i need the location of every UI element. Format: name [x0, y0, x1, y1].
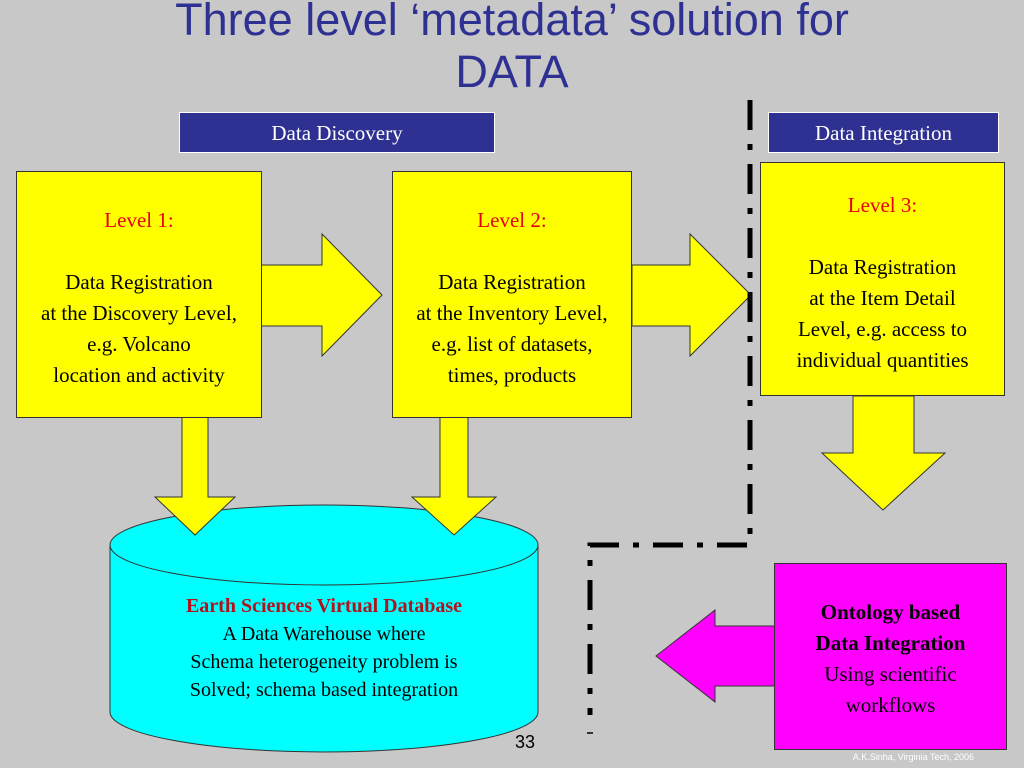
- level2-line-3: e.g. list of datasets,: [431, 332, 593, 356]
- database-cylinder: [109, 504, 539, 753]
- level1-heading: Level 1:: [104, 208, 174, 232]
- slide-title: Three level ‘metadata’ solution for DATA: [0, 0, 1024, 98]
- level1-box: Level 1: Data Registration at the Discov…: [16, 171, 262, 418]
- level3-line-1: Data Registration: [808, 255, 957, 279]
- dashed-separator-line: [587, 100, 753, 715]
- database-line-2: Schema heterogeneity problem is: [190, 651, 458, 673]
- data-discovery-header: Data Discovery: [179, 112, 495, 153]
- level3-heading: Level 3:: [847, 193, 918, 217]
- database-line-3: Solved; schema based integration: [189, 679, 459, 701]
- level2-line-1: Data Registration: [438, 270, 586, 294]
- level1-line-4: location and activity: [53, 363, 225, 387]
- page-number: 33: [515, 732, 536, 752]
- arrow-ontology-to-database: [655, 608, 776, 704]
- level2-heading: Level 2:: [477, 208, 547, 232]
- arrow-level3-down: [820, 395, 947, 511]
- database-line-1: A Data Warehouse where: [222, 623, 426, 645]
- ontology-box: Ontology based Data Integration Using sc…: [774, 563, 1007, 750]
- level3-line-2: at the Item Detail: [809, 286, 956, 310]
- level3-line-3: Level, e.g. access to: [797, 317, 968, 341]
- arrow-level2-to-level3: [631, 232, 752, 358]
- level3-line-4: individual quantities: [796, 348, 969, 372]
- ontology-heading-line-2: Data Integration: [815, 631, 966, 655]
- ontology-line-2: workflows: [845, 693, 936, 717]
- slide-title-line-1: Three level ‘metadata’ solution for: [175, 0, 849, 45]
- ontology-line-1: Using scientific: [824, 662, 957, 686]
- level1-line-1: Data Registration: [65, 270, 213, 294]
- level1-line-3: e.g. Volcano: [87, 332, 191, 356]
- level2-box: Level 2: Data Registration at the Invent…: [392, 171, 632, 418]
- level1-line-2: at the Discovery Level,: [41, 301, 237, 325]
- arrow-level1-to-level2: [260, 232, 383, 358]
- database-text: Earth Sciences Virtual Database A Data W…: [110, 592, 538, 704]
- database-heading: Earth Sciences Virtual Database: [185, 595, 463, 617]
- ontology-heading-line-1: Ontology based: [820, 600, 961, 624]
- data-integration-header: Data Integration: [768, 112, 999, 153]
- level2-line-4: times, products: [447, 363, 577, 387]
- level3-box: Level 3: Data Registration at the Item D…: [760, 162, 1005, 396]
- level2-line-2: at the Inventory Level,: [416, 301, 608, 325]
- credit-text: A.K.Sinha, Virginia Tech, 2006: [852, 752, 974, 762]
- slide-title-line-2: DATA: [455, 46, 569, 97]
